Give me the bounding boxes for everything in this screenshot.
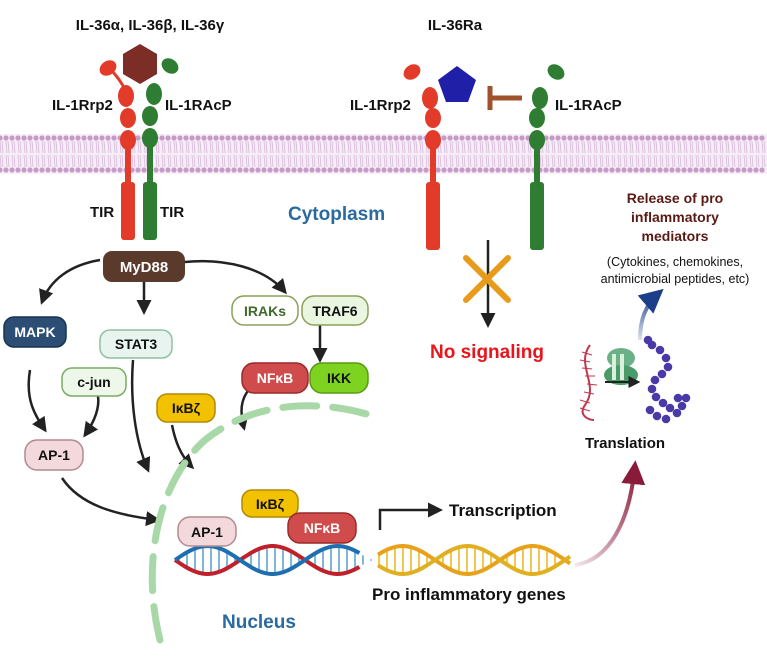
translation-label: Translation [585,435,665,452]
release-title-line-2: inflammatory [631,209,719,225]
iraks-label: IRAKs [244,303,286,319]
il1racp-left-receptor [142,58,179,240]
il1racp-right-receptor [529,64,565,250]
translation-icon [579,335,691,424]
release-title-line-1: Release of pro [627,190,723,206]
mediators-line-2: antimicrobial peptides, etc) [601,272,750,286]
nuclear-envelope [148,402,374,644]
no-signaling-branch [463,240,511,328]
nfkb-label: NFκB [257,370,294,386]
mapk-label: MAPK [14,324,55,340]
ikbz-label: IκBζ [172,400,201,416]
il1rrp2-right-receptor [403,64,441,250]
right-receptor-complex [403,64,565,250]
nfkb-node: NFκB [241,362,309,394]
signaling-arrows [27,258,328,527]
transcription-label: Transcription [449,501,557,520]
nuclear-nfkb-label: NFκB [304,520,341,536]
blocked-cross-icon [463,255,511,303]
cell-membrane [0,134,767,174]
ap1-node: AP-1 [24,439,84,471]
traf6-label: TRAF6 [312,303,357,319]
transcription-arrow [378,502,443,530]
pro-inflammatory-genes-label: Pro inflammatory genes [372,585,566,604]
nucleus-label: Nucleus [222,612,296,633]
tir-right-label: TIR [160,204,184,221]
left-receptor-complex [99,44,179,240]
nuclear-nfkb-node: NFκB [287,512,357,544]
stat3-label: STAT3 [115,336,157,352]
mapk-node: MAPK [3,316,67,348]
myd88-label: MyD88 [120,259,168,276]
right-rrp2-label: IL-1Rrp2 [350,97,411,114]
agonist-ligands-label: IL-36α, IL-36β, IL-36γ [76,17,225,34]
ikbz-node: IκBζ [156,393,216,423]
cjun-node: c-jun [61,367,127,397]
il1rrp2-left-receptor [99,60,136,240]
mediators-line-1: (Cytokines, chemokines, [607,255,743,269]
ikk-label: IKK [327,370,351,386]
ap1-label: AP-1 [38,447,70,463]
cjun-label: c-jun [77,374,110,390]
antagonist-ligand-label: IL-36Ra [428,17,483,34]
cytoplasm-label: Cytoplasm [288,204,385,225]
left-rrp2-label: IL-1Rrp2 [52,97,113,114]
ikk-node: IKK [309,362,369,394]
traf6-node: TRAF6 [301,295,369,326]
nuclear-ikbz-label: IκBζ [256,496,285,512]
nuclear-ap1-node: AP-1 [177,516,237,547]
release-arrow [637,288,664,341]
nuclear-ikbz-node: IκBζ [241,489,299,518]
gene-expression-arrow [574,460,646,567]
release-title-line-3: mediators [642,228,709,244]
no-signaling-label: No signaling [430,342,544,363]
iraks-node: IRAKs [231,295,299,326]
tir-left-label: TIR [90,204,114,221]
stat3-node: STAT3 [99,329,173,359]
myd88-node: MyD88 [103,251,185,282]
right-racp-label: IL-1RAcP [555,97,622,114]
il36-agonist-hexagon-icon [123,44,157,84]
left-racp-label: IL-1RAcP [165,97,232,114]
inhibition-bar-icon [487,86,522,110]
nuclear-ap1-label: AP-1 [191,524,223,540]
il36ra-antagonist-pentagon-icon [438,66,476,102]
dna-helix-icon [173,543,572,577]
